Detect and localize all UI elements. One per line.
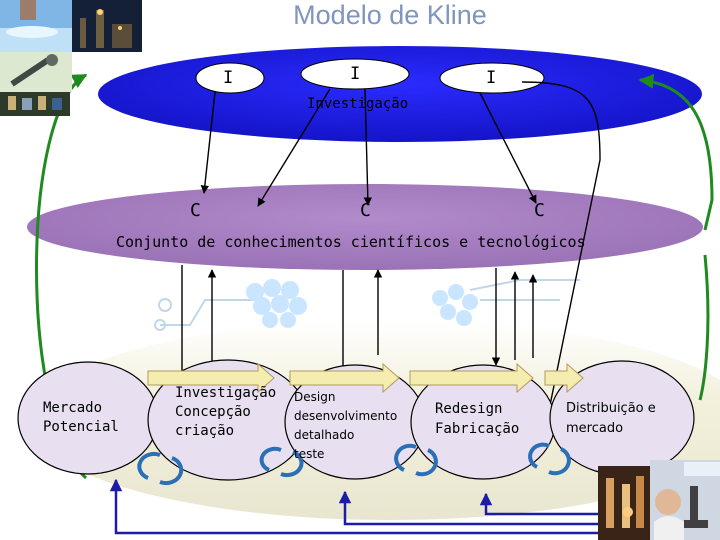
research-to-knowledge-arrow: [200, 91, 216, 194]
cycle-arrows-icon: [137, 451, 184, 486]
research-node: [195, 62, 265, 94]
research-to-market-arrow: [521, 81, 601, 416]
research-node-label: I: [350, 64, 361, 84]
research-node-label: I: [486, 68, 497, 88]
knowledge-layer: [27, 184, 703, 270]
researcher-microscope-photo: [650, 460, 720, 540]
knowledge-node-label: C: [534, 200, 545, 221]
forward-arrow: [409, 362, 534, 394]
cycle-arrows-icon: [394, 443, 438, 477]
cycle-arrows-icon: [259, 446, 304, 478]
knowledge-node-label: C: [360, 200, 371, 221]
laboratory-glassware-photo: [598, 466, 650, 540]
electronics-photo: [0, 92, 70, 116]
research-to-knowledge-arrow: [479, 92, 537, 204]
water-lab-photo: [0, 0, 72, 52]
refinery-photo: [72, 0, 142, 52]
feedback-arrow-right: [638, 73, 714, 231]
research-node: [300, 58, 410, 90]
knowledge-layer-label: Conjunto de conhecimentos científicos e …: [116, 233, 586, 251]
page-title: Modelo de Kline: [293, 0, 487, 30]
circuit-molecule-watermark: [154, 279, 580, 331]
research-layer: [98, 46, 702, 142]
research-node: [439, 62, 545, 94]
knowledge-node-label: C: [190, 200, 201, 221]
research-to-knowledge-arrow: [363, 88, 373, 206]
feedback-arrow-right-lower: [698, 254, 710, 401]
forward-arrow: [147, 362, 275, 394]
research-node-label: I: [223, 68, 234, 88]
research-to-knowledge-arrow: [257, 88, 331, 207]
cycle-arrows-icon: [528, 442, 571, 476]
microscope-photo: [0, 52, 72, 92]
forward-arrow: [289, 362, 400, 394]
research-layer-label: Investigação: [307, 96, 409, 112]
forward-arrow: [544, 362, 584, 394]
